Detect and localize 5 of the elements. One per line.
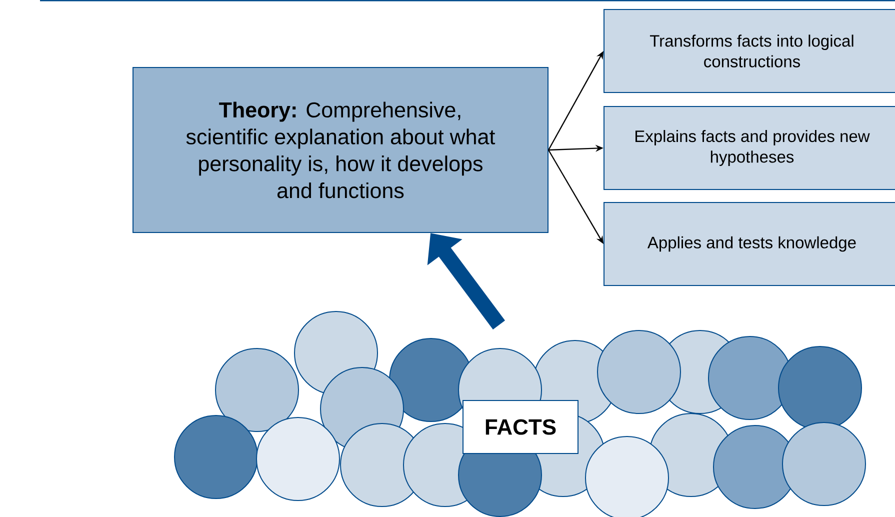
theory-box: Theory: Comprehensive, scientific explanation about what personality is, how it develops and functions [132, 67, 548, 233]
outcome-box: Explains facts and provides new hypotheses [604, 106, 895, 190]
outcome-box: Transforms facts into logical constructions [604, 9, 895, 93]
facts-label-box: FACTS [462, 400, 578, 454]
outcome-box: Applies and tests knowledge [604, 202, 895, 286]
